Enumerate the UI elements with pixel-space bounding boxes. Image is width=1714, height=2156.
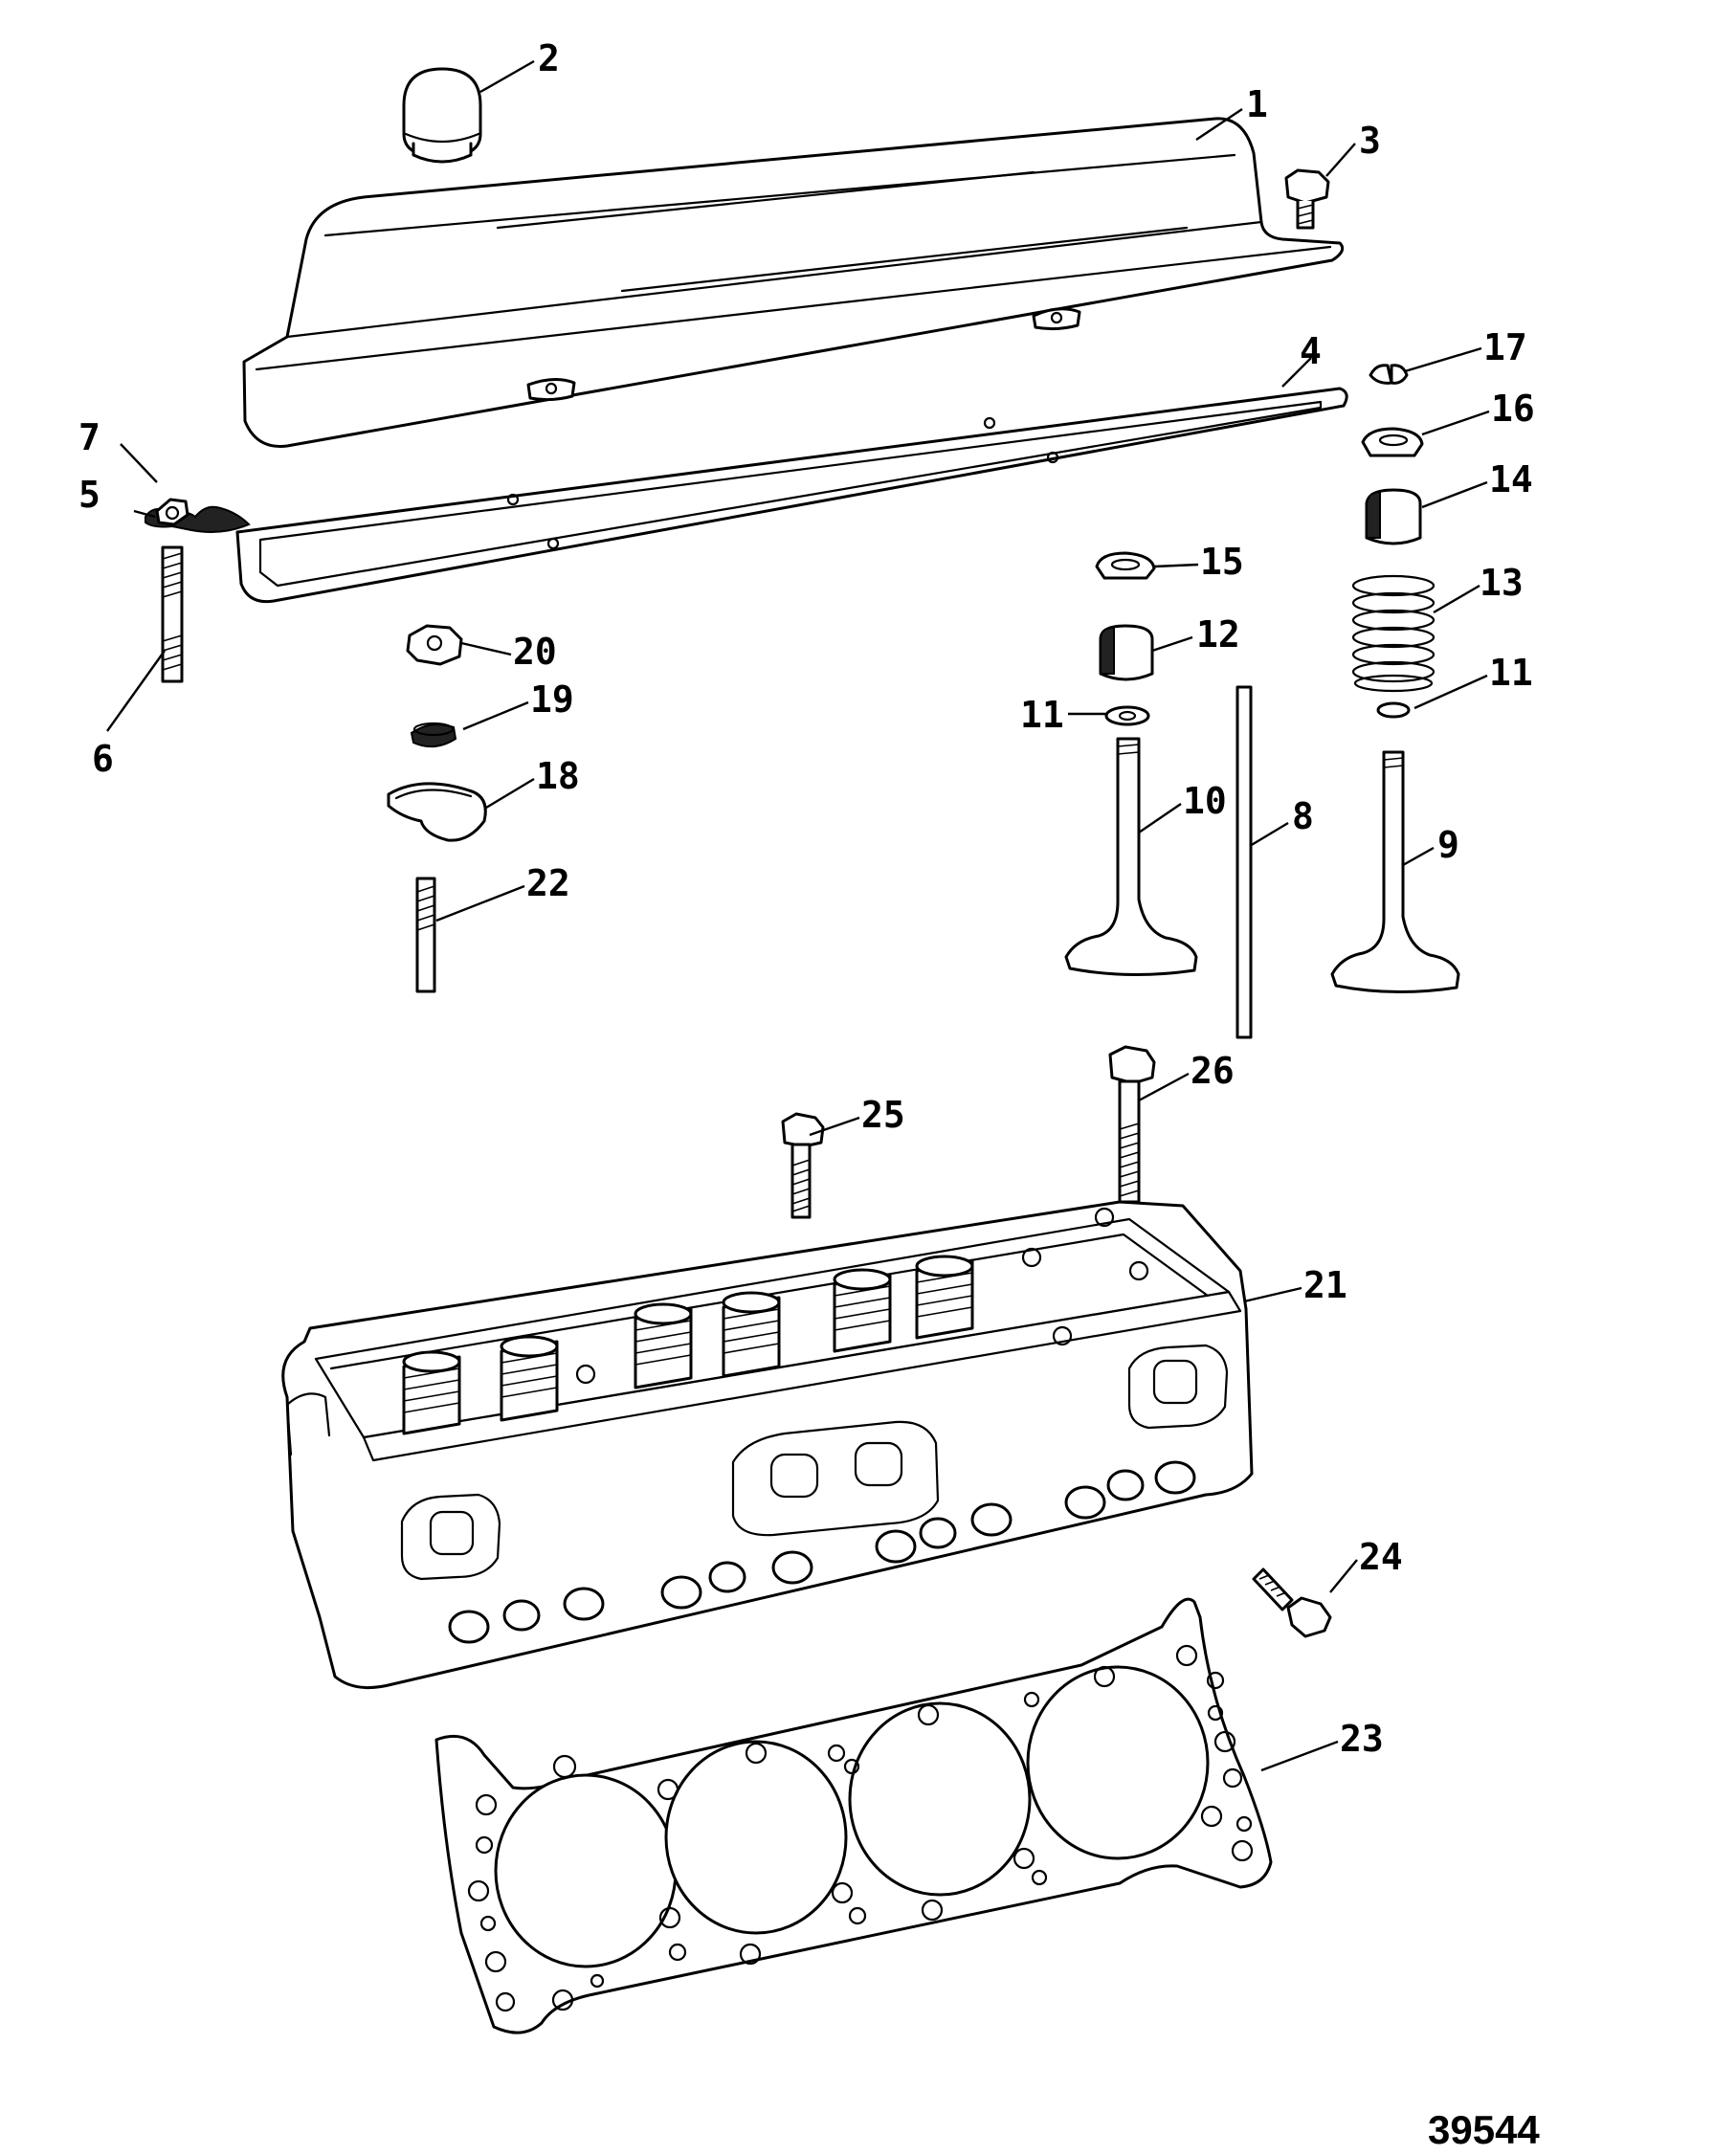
- head-gasket: [434, 1597, 1273, 2034]
- head-bolt-bosses: [448, 1207, 1196, 1644]
- callout-23: 23: [1340, 1718, 1384, 1760]
- valve-cover-gasket: [235, 387, 1348, 604]
- rocker-arm-assembly: [387, 624, 487, 993]
- valve-cover: [242, 117, 1345, 448]
- leader-lines: [106, 59, 1490, 1772]
- cylinder-head: [281, 1200, 1254, 1690]
- callout-11-left: 11: [1020, 694, 1064, 736]
- callout-12: 12: [1196, 613, 1240, 656]
- callout-1: 1: [1246, 83, 1268, 125]
- callout-22: 22: [526, 862, 570, 904]
- callout-14: 14: [1489, 458, 1533, 500]
- valve-spring: [1351, 574, 1436, 693]
- pushrod: [1235, 685, 1253, 1039]
- callout-20: 20: [513, 631, 557, 673]
- callout-6: 6: [92, 738, 114, 780]
- installed-valve-springs: [402, 1255, 974, 1435]
- callout-24: 24: [1359, 1536, 1403, 1578]
- callout-26: 26: [1191, 1050, 1235, 1092]
- intake-valve-stack: [1330, 364, 1460, 994]
- figure-number: 39544: [1428, 2107, 1540, 2152]
- gasket-bores: [494, 1665, 1210, 1968]
- callout-5: 5: [78, 474, 100, 516]
- callout-4: 4: [1300, 330, 1322, 372]
- callout-11-right: 11: [1489, 652, 1533, 694]
- head-ports: [400, 1344, 1229, 1581]
- head-bolt-short: [781, 1112, 825, 1219]
- callout-7: 7: [78, 416, 100, 458]
- oil-filler-cap: [402, 67, 482, 164]
- gasket-holes: [467, 1644, 1254, 2012]
- callout-13: 13: [1480, 562, 1524, 604]
- callout-19: 19: [530, 678, 574, 721]
- callout-16: 16: [1491, 388, 1535, 430]
- callout-9: 9: [1437, 824, 1459, 866]
- callout-18: 18: [536, 755, 580, 797]
- exhaust-valve-stack: [1064, 551, 1198, 977]
- callout-10: 10: [1183, 780, 1227, 822]
- callout-15: 15: [1200, 541, 1244, 583]
- callout-21: 21: [1303, 1264, 1347, 1306]
- callout-3: 3: [1359, 120, 1381, 162]
- callouts: 1 2 3 4 5 6 7 8 9 10 11 11 12 13 14 15 1…: [78, 37, 1535, 1760]
- head-bolt-long: [1108, 1045, 1156, 1204]
- callout-17: 17: [1483, 326, 1527, 368]
- head-bolt-24: [1252, 1567, 1332, 1638]
- callout-8: 8: [1292, 795, 1314, 837]
- oil-baffle-assembly: [145, 498, 251, 683]
- cover-bolt: [1284, 168, 1330, 230]
- callout-25: 25: [861, 1094, 905, 1136]
- callout-2: 2: [538, 37, 560, 79]
